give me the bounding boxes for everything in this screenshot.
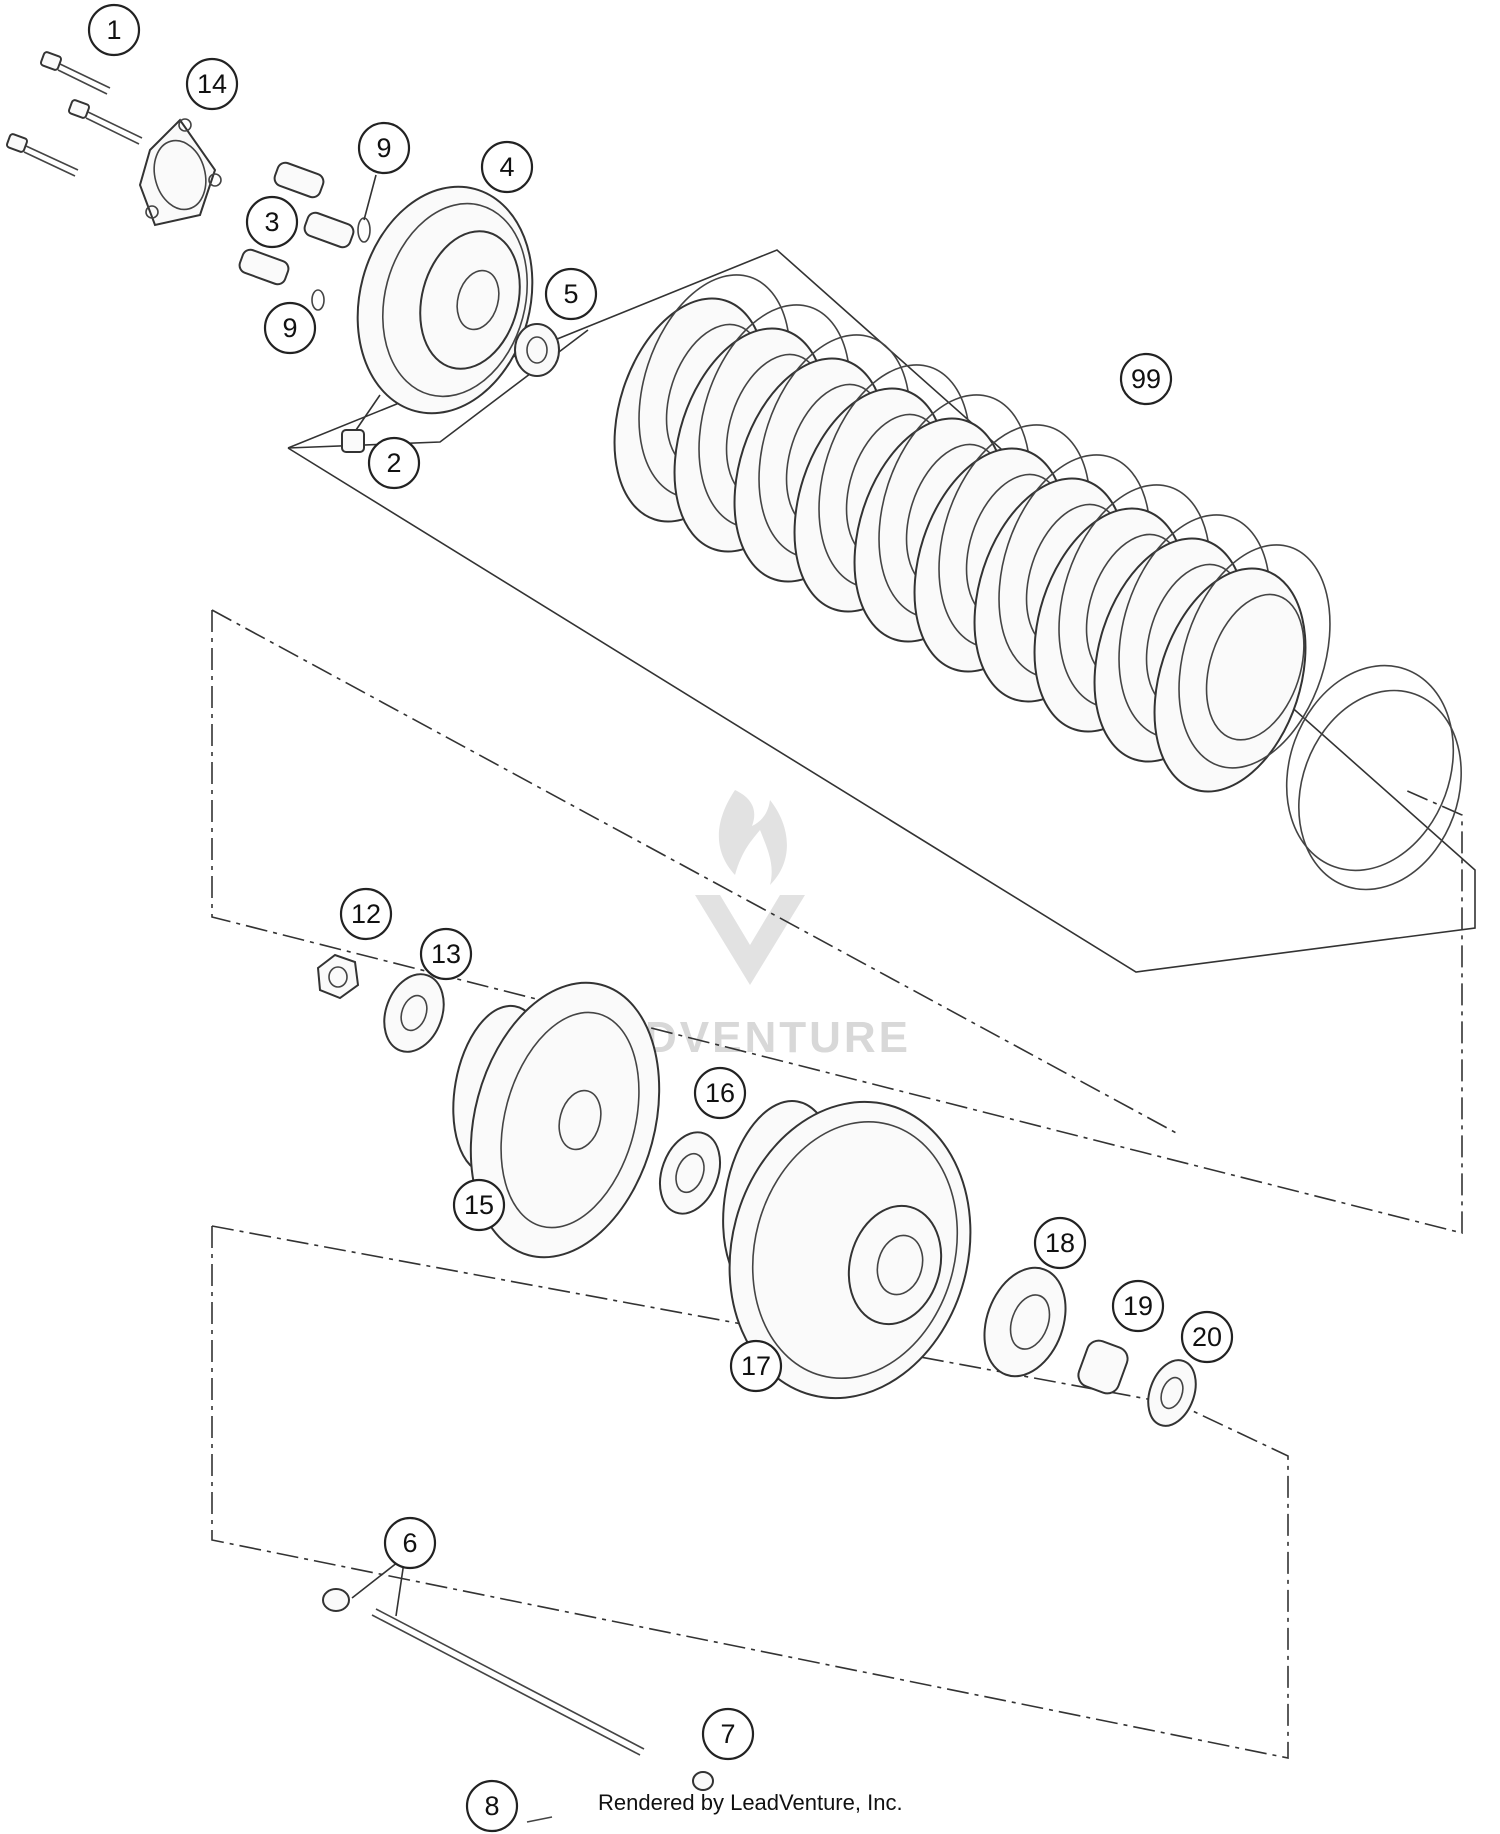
callout-circle	[480, 140, 534, 194]
spring-rings	[1285, 664, 1462, 891]
callout-label: 1	[106, 15, 121, 45]
callout-label: 3	[264, 207, 279, 237]
callout-label: 19	[1123, 1291, 1153, 1321]
shaft-frame	[211, 1225, 1289, 1759]
callout-circle	[729, 1339, 783, 1393]
callout-circle	[1119, 352, 1173, 406]
callout-circle	[1180, 1310, 1234, 1364]
plate-inner-ring	[1205, 593, 1305, 741]
small-spring-part	[341, 429, 365, 453]
washer-part	[383, 973, 445, 1053]
callout-label: 14	[197, 69, 227, 99]
callout-6: 6	[383, 1516, 437, 1570]
callout-19: 19	[1111, 1279, 1165, 1333]
callout-9a: 9	[357, 121, 411, 175]
ball-part	[692, 1771, 714, 1791]
spring-part	[273, 161, 325, 199]
callout-18: 18	[1033, 1216, 1087, 1270]
pressure-cap-part	[356, 185, 534, 415]
callout-circle	[263, 301, 317, 355]
callout-label: 6	[402, 1528, 417, 1558]
callout-circle	[357, 121, 411, 175]
callout-20: 20	[1180, 1310, 1234, 1364]
callout-circle	[1033, 1216, 1087, 1270]
spring-part	[238, 248, 290, 286]
callout-17: 17	[729, 1339, 783, 1393]
callout-circle	[693, 1066, 747, 1120]
callout-label: 16	[705, 1078, 735, 1108]
spring-part	[303, 211, 355, 249]
clutch-plate-stack	[613, 274, 1331, 793]
assembly-frames	[211, 249, 1476, 1759]
gear-part	[983, 1266, 1067, 1378]
thrust-washer-part	[659, 1131, 721, 1215]
inner-hub-part	[452, 981, 661, 1259]
callout-label: 13	[431, 939, 461, 969]
callout-label: 12	[351, 899, 381, 929]
callout-1: 1	[87, 3, 141, 57]
callout-16: 16	[693, 1066, 747, 1120]
callout-label: 4	[499, 152, 514, 182]
callout-3: 3	[245, 195, 299, 249]
callout-8: 8	[465, 1779, 519, 1833]
callout-14: 14	[185, 57, 239, 111]
o-rings	[311, 174, 377, 311]
callout-label: 18	[1045, 1228, 1075, 1258]
springs	[238, 161, 355, 286]
callout-2: 2	[367, 436, 421, 490]
clutch-plates-frame	[287, 249, 1476, 973]
callout-99: 99	[1119, 352, 1173, 406]
callout-13: 13	[419, 927, 473, 981]
needle-bearing-part	[1077, 1339, 1129, 1395]
footer-credit: Rendered by LeadVenture, Inc.	[598, 1790, 903, 1815]
callout-label: 20	[1192, 1322, 1222, 1352]
callout-12: 12	[339, 887, 393, 941]
callout-circle	[452, 1178, 506, 1232]
callout-circle	[87, 3, 141, 57]
callout-label: 17	[741, 1351, 771, 1381]
callout-label: 9	[282, 313, 297, 343]
steel-plate-part	[1178, 544, 1331, 769]
bolt-part	[5, 133, 79, 177]
watermark-v-icon	[695, 895, 805, 985]
hub-frame	[211, 609, 1463, 1235]
callout-circle	[245, 195, 299, 249]
callout-label: 5	[563, 279, 578, 309]
bearing-part	[514, 323, 560, 377]
nut-part	[316, 953, 360, 1000]
callout-circle	[465, 1779, 519, 1833]
callout-label: 9	[376, 133, 391, 163]
bolt-part	[39, 51, 111, 95]
callout-label: 2	[386, 448, 401, 478]
callout-circle	[367, 436, 421, 490]
callout-circle	[544, 267, 598, 321]
callout-5: 5	[544, 267, 598, 321]
callout-7: 7	[701, 1707, 755, 1761]
bolt-part	[67, 99, 143, 145]
bolts	[5, 51, 143, 177]
callout-9b: 9	[263, 301, 317, 355]
callout-circle	[419, 927, 473, 981]
watermark-flame-icon	[718, 790, 787, 885]
callout-label: 15	[464, 1190, 494, 1220]
pin-part	[526, 1816, 553, 1823]
callout-label: 8	[484, 1791, 499, 1821]
callout-circle	[1111, 1279, 1165, 1333]
callout-label: 99	[1131, 364, 1161, 394]
callout-label: 7	[720, 1719, 735, 1749]
callout-circle	[185, 57, 239, 111]
retaining-plate-part	[138, 118, 222, 227]
callout-4: 4	[480, 140, 534, 194]
callout-circle	[701, 1707, 755, 1761]
callout-15: 15	[452, 1178, 506, 1232]
clutch-basket-part	[722, 1100, 972, 1400]
callout-circle	[339, 887, 393, 941]
callout-circle	[383, 1516, 437, 1570]
washer-part	[1147, 1359, 1197, 1427]
push-rod-part	[322, 1561, 645, 1756]
